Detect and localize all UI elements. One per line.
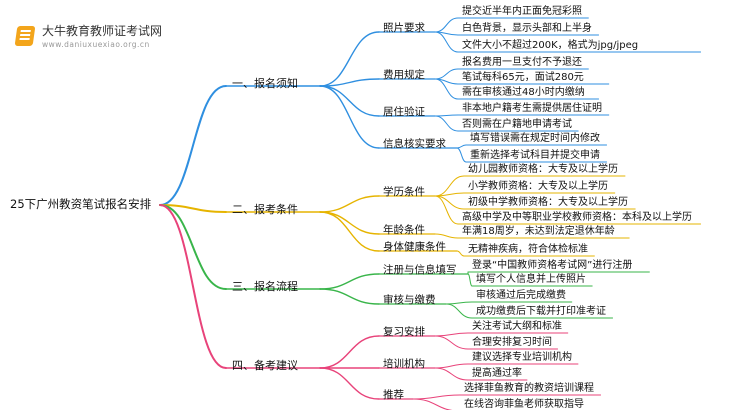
leaf-node: 在线咨询菲鱼老师获取指导 <box>464 399 584 410</box>
leaf-node: 小学教师资格：大专及以上学历 <box>468 181 608 192</box>
category-leaf-link <box>434 114 459 117</box>
leaf-node: 需在审核通过48小时内缴纳 <box>462 87 585 98</box>
category-node: 推荐 <box>383 389 404 401</box>
leaf-node: 审核通过后完成缴费 <box>476 290 566 301</box>
branch-category-link <box>319 78 380 87</box>
branch-node: 二、报考条件 <box>232 203 298 216</box>
leaf-node: 高级中学及中等职业学校教师资格：本科及以上学历 <box>462 212 692 223</box>
branch-category-link <box>319 273 380 290</box>
leaf-node: 建议选择专业培训机构 <box>472 352 572 363</box>
leaf-node: 否则需在户籍地申请考试 <box>462 119 572 130</box>
category-leaf-link <box>412 398 453 410</box>
category-leaf-link <box>434 192 465 197</box>
category-leaf-link <box>434 115 459 132</box>
leaf-node: 白色背景，显示头部和上半身 <box>462 23 592 34</box>
leaf-node: 选择菲鱼教育的教资培训课程 <box>464 383 594 394</box>
leaf-node: 笔试每科65元，面试280元 <box>462 72 584 83</box>
root-branch-link <box>159 204 227 290</box>
category-leaf-link <box>434 17 459 33</box>
root-branch-link <box>159 204 227 213</box>
category-leaf-link <box>434 367 469 381</box>
root-node: 25下广州教资笔试报名安排 <box>10 197 152 211</box>
logo-title: 大牛教育教师证考试网 <box>42 24 163 38</box>
category-node: 照片要求 <box>383 22 425 34</box>
category-leaf-link <box>434 332 469 337</box>
branch-category-link <box>319 85 380 149</box>
category-node: 复习安排 <box>383 326 425 338</box>
category-node: 身体健康条件 <box>383 241 446 253</box>
branch-node: 三、报名流程 <box>232 280 298 293</box>
leaf-node: 文件大小不超过200K，格式为jpg/jpeg <box>462 40 639 51</box>
branch-category-link <box>319 335 380 369</box>
category-node: 培训机构 <box>383 358 425 370</box>
branch-category-link <box>319 367 380 400</box>
branch-node: 四、备考建议 <box>232 359 298 372</box>
site-logo: 大牛教育教师证考试网 www.daniuxuexiao.org.cn <box>8 8 203 49</box>
leaf-node: 填写错误需在规定时间内修改 <box>470 133 600 144</box>
category-node: 审核与缴费 <box>383 294 436 306</box>
category-node: 注册与信息填写 <box>383 264 457 276</box>
category-node: 费用规定 <box>383 69 425 81</box>
category-leaf-link <box>445 303 473 319</box>
leaf-node: 重新选择考试科目并提交申请 <box>470 150 600 161</box>
category-leaf-link <box>467 273 473 287</box>
branch-category-link <box>319 288 380 305</box>
category-leaf-link <box>412 394 461 400</box>
leaf-node: 成功缴费后下载并打印准考证 <box>476 306 606 317</box>
category-leaf-link <box>434 31 459 53</box>
leaf-node: 报名费用一旦支付不予退还 <box>462 57 582 68</box>
category-node: 信息核实要求 <box>383 138 446 150</box>
category-leaf-link <box>456 144 467 149</box>
category-leaf-link <box>434 233 459 239</box>
logo-url: www.daniuxuexiao.org.cn <box>42 40 150 49</box>
root-branch-link <box>159 204 227 369</box>
category-leaf-link <box>456 147 467 163</box>
branch-category-link <box>319 211 380 252</box>
leaf-node: 登录“中国教师资格考试网”进行注册 <box>472 260 633 271</box>
leaf-node: 关注考试大纲和标准 <box>472 321 562 332</box>
category-leaf-link <box>434 363 469 369</box>
root-branch-link <box>159 85 227 206</box>
leaf-node: 填写个人信息并上传照片 <box>476 274 586 285</box>
category-leaf-link <box>456 250 465 257</box>
category-node: 学历条件 <box>383 186 425 198</box>
leaf-node: 提高通过率 <box>472 368 522 379</box>
leaf-node: 非本地户籍考生需提供居住证明 <box>462 103 602 114</box>
leaf-node: 年满18周岁，未达到法定退休年龄 <box>462 226 615 237</box>
category-leaf-link <box>434 68 459 80</box>
category-node: 年龄条件 <box>383 224 425 236</box>
leaf-node: 合理安排复习时间 <box>472 337 552 348</box>
branch-node: 一、报名须知 <box>232 77 298 90</box>
leaf-node: 提交近半年内正面免冠彩照 <box>462 6 582 17</box>
branch-category-link <box>319 85 380 117</box>
leaf-node: 幼儿园教师资格：大专及以上学历 <box>468 164 618 175</box>
category-leaf-link <box>434 195 459 225</box>
leaf-node: 初级中学教师资格：大专及以上学历 <box>468 197 628 208</box>
category-leaf-link <box>434 78 459 100</box>
branch-category-link <box>319 195 380 213</box>
category-leaf-link <box>434 335 469 350</box>
category-node: 居住验证 <box>383 106 425 118</box>
leaf-node: 无精神疾病，符合体检标准 <box>468 244 588 255</box>
branch-category-link <box>319 31 380 87</box>
category-leaf-link <box>445 301 473 305</box>
